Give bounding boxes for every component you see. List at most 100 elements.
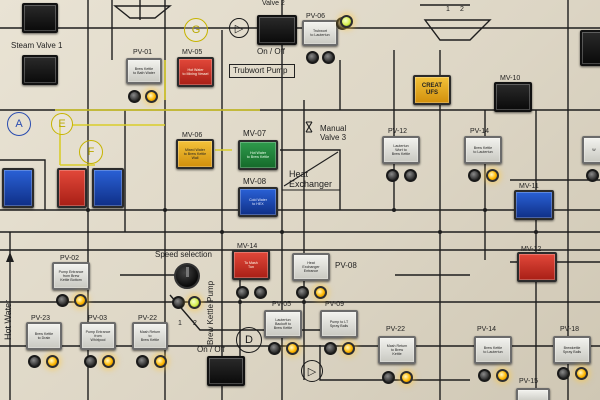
label-mv11: MV-11 [519,183,539,190]
pv02-lamp [74,294,87,307]
trubwort-pump-on-off-button[interactable] [257,15,297,45]
label-on-off-1: On / Off [257,47,285,56]
pv09-knob [324,342,337,355]
pv03-lamp [102,355,115,368]
pv02-knob [56,294,69,307]
label-pv22-left: PV-22 [138,315,158,322]
pv14-bottom-knob [478,369,491,382]
pv22-left-lamp [154,355,167,368]
pv22-left-knob [136,355,149,368]
label-on-off-2: On / Off [197,345,225,354]
label-pv03: PV-03 [88,315,108,322]
pv18-knob [557,367,570,380]
pv01-knob [128,90,141,103]
top-right-black-button[interactable] [580,30,600,66]
steam-valve-1-lower-button[interactable] [22,55,58,85]
label-hot-water: Hot Water [3,299,13,340]
mv14-knob-left [236,286,249,299]
label-pv08: PV-08 [335,261,357,270]
marker-g: G [184,18,208,42]
label-steam-valve-1: Steam Valve 1 [11,41,63,50]
pv14-top-button[interactable]: Brew Kettle to Lautertun [464,136,502,164]
pv03-knob [84,355,97,368]
label-valve-2: Valve 2 [262,0,285,7]
pv08-knob [296,286,309,299]
pv14-bottom-lamp [496,369,509,382]
valve-f-button[interactable] [92,168,124,208]
label-mv12: MV-12 [521,246,542,253]
mv05-button[interactable]: Hot Water to Mixing Vessel [177,57,214,87]
pv23-button[interactable]: Brew Kettle to Drain [26,322,62,350]
label-pv15: PV-15 [519,378,539,385]
valve-e-button[interactable] [57,168,87,208]
label-manual-valve-3: Manual Valve 3 [320,124,347,142]
label-pv22-right: PV-22 [386,326,406,333]
pv03-button[interactable]: Pump Entrance from Whirlpool [80,322,116,350]
label-mv05: MV-05 [182,49,203,56]
pv22-right-knob [382,371,395,384]
label-selector-2: 2 [193,320,197,327]
speed-selection-switch[interactable] [174,263,200,289]
mv07-button[interactable]: Hot Water to Brew Kettle [238,140,278,170]
label-pv06-top: PV-06 [306,13,326,20]
pv09-button[interactable]: Pump to LT Spray Balls [320,310,358,338]
pv14-bottom-button[interactable]: Brew Kettle to Lautertun [474,336,512,364]
pv12-knob-left [386,169,399,182]
pv23-lamp [46,355,59,368]
trubwort-pump-symbol: ▷ [229,18,249,38]
pv-right-edge-button[interactable]: W [582,136,600,164]
label-num-2: 2 [460,6,464,13]
pv23-knob [28,355,41,368]
valve-a-button[interactable] [2,168,34,208]
marker-f: F [79,140,103,164]
label-pv14-bottom: PV-14 [477,326,497,333]
label-mv07: MV-07 [243,129,267,138]
pv15-button[interactable] [516,388,550,400]
label-selector-1: 1 [178,320,182,327]
steam-valve-1-upper-button[interactable] [22,3,58,33]
lamp-trubwort-status [340,15,353,28]
label-speed-selection: Speed selection [155,250,212,259]
brew-kettle-pump-symbol: ▷ [301,360,323,382]
label-mv14: MV-14 [237,243,258,250]
mv10-yellow-button[interactable]: CREAT UFS [413,75,451,105]
pv22-left-button[interactable]: Mash Return to Brew Kettle [132,322,168,350]
label-pv09: PV-09 [325,301,345,308]
pv-right-edge-knob [586,169,599,182]
brew-kettle-pump-on-off-button[interactable] [207,356,245,386]
pv05-knob [268,342,281,355]
label-pv05: PV-05 [272,301,292,308]
mv14-button[interactable]: To Mash Tun [232,250,270,280]
mv10-black-button[interactable] [494,82,532,112]
label-pv12: PV-12 [388,128,408,135]
mv12-button[interactable] [517,252,557,282]
label-brew-kettle-pump: Brew Kettle Pump [206,280,215,345]
mv06-button[interactable]: Mixed Water to Brew Kettle Wall [176,139,214,169]
pv14-top-lamp [486,169,499,182]
speed-knob-1 [172,296,185,309]
pv12-button[interactable]: Lautertun Wort to Brew Kettle [382,136,420,164]
pv08-lamp [314,286,327,299]
pv01-button[interactable]: Brew Kettle to Bath Water [126,58,162,84]
label-pv14-top: PV-14 [470,128,490,135]
label-pv01: PV-01 [133,49,153,56]
pv06-button[interactable]: Trubwort to Lautertun [302,20,338,46]
label-trubwort-pump: Trubwort Pump [233,66,288,75]
label-mv10: MV-10 [500,75,521,82]
pv08-button[interactable]: Heat Exchanger Entrance [292,253,330,281]
pv22-right-button[interactable]: Mash Return to Brew Kettle [378,336,416,364]
pv18-button[interactable]: Brewkettle Spray Balls [553,336,591,364]
mv08-button[interactable]: Cold Water to HEX [238,187,278,217]
pv06-knob-left [306,51,319,64]
pv01-lamp [145,90,158,103]
pv06-knob-right [322,51,335,64]
label-pv23: PV-23 [31,315,51,322]
trubwort-pump-box [229,64,295,78]
pv05-button[interactable]: Lautertun Backoff to Brew Kettle [264,310,302,338]
pv09-lamp [342,342,355,355]
marker-e: E [51,113,73,135]
pv02-button[interactable]: Pump Entrance from Brew Kettle Bottom [52,262,90,290]
label-mv08: MV-08 [243,177,267,186]
mv11-button[interactable] [514,190,554,220]
